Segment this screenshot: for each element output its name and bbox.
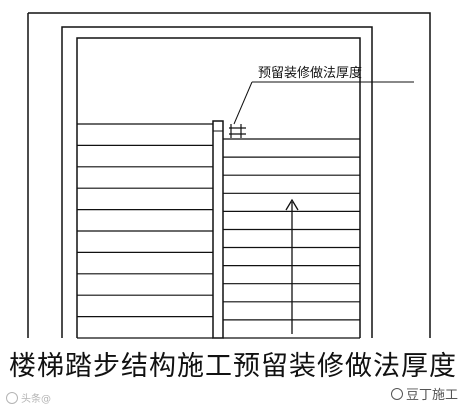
- outer-wall-line: [27, 12, 431, 338]
- annotation-leader: [233, 81, 414, 125]
- watermark-right-text: 豆丁施工: [405, 388, 458, 403]
- finish-thickness-marker: [229, 124, 246, 138]
- watermark-logo-icon: [6, 391, 18, 404]
- watermark-left: 头条@: [6, 390, 51, 405]
- left-stair-flight: [77, 123, 213, 339]
- central-handrail: [212, 120, 224, 339]
- watermark-right: 豆丁施工: [390, 384, 458, 403]
- watermark-brand-icon: [390, 387, 403, 400]
- stairwell-outer-frame: [61, 26, 373, 338]
- figure-caption: 楼梯踏步结构施工预留装修做法厚度: [9, 351, 457, 382]
- up-direction-arrow-icon: [285, 198, 299, 334]
- annotation-label: 预留装修做法厚度: [258, 66, 363, 81]
- watermark-left-text: 头条@: [21, 394, 51, 405]
